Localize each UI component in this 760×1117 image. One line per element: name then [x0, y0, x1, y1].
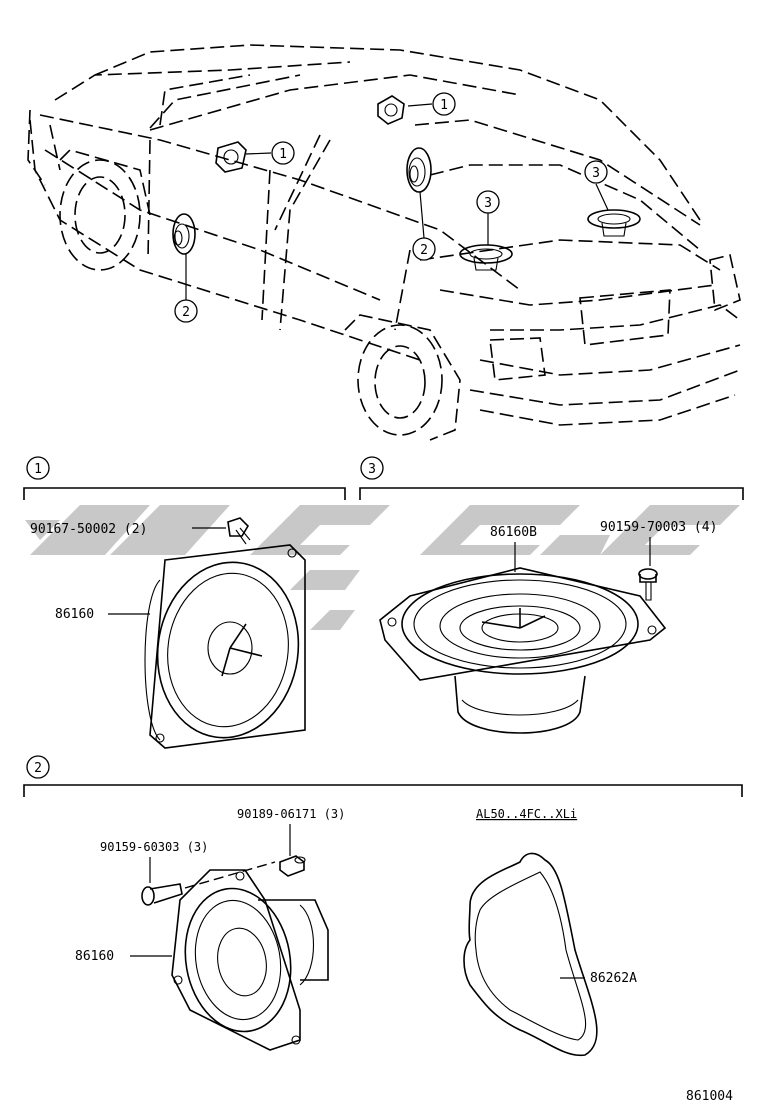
speaker-86160-rear-icon: [171, 869, 329, 1051]
section-3-screw-label: 90159-70003 (4): [600, 520, 717, 535]
section-2-screw-label: 90159-60303 (3): [100, 840, 208, 854]
callout-number: 3: [484, 196, 492, 211]
callout-number: 3: [592, 166, 600, 181]
door-tweeter-front-icon: [215, 141, 247, 173]
section-2: 2 90189-06171 (3) 90159-60303 (3) 86160: [23, 755, 743, 1057]
diagram-code: 861004: [686, 1089, 733, 1104]
speaker-86160-icon: [144, 544, 306, 749]
screw-icon: [141, 861, 276, 906]
roof-tweeter-icon: [377, 95, 405, 125]
section-2-speaker-label: 86160: [75, 949, 114, 964]
callout-number: 2: [182, 305, 190, 320]
section-1-index: 1: [34, 462, 42, 477]
rear-deck-speaker-left-icon: [459, 244, 513, 271]
clip-nut-icon: [279, 855, 306, 877]
overview-callouts: 1 1 2 2 3 3: [174, 92, 609, 323]
callout-circle: [271, 141, 295, 165]
section-3-index: 3: [368, 462, 376, 477]
section-2-index: 2: [34, 761, 42, 776]
callout-circle: [584, 160, 608, 184]
front-door-speaker-icon: [172, 213, 196, 255]
section-3-index-circle: [360, 456, 384, 480]
speaker-cover-86262a-icon: [463, 852, 598, 1057]
section-1-index-circle: [26, 456, 50, 480]
screw-icon: [638, 568, 658, 601]
watermark-logo: [25, 505, 740, 630]
section-2-index-circle: [26, 755, 50, 779]
section-1-speaker-label: 86160: [55, 607, 94, 622]
screw-icon: [227, 517, 251, 545]
section-1-screw-label: 90167-50002 (2): [30, 522, 147, 537]
section-3-speaker-label: 86160B: [490, 525, 537, 540]
section-2-cover-label: 86262A: [590, 971, 637, 986]
car-overview-illustration: [27, 44, 741, 441]
callout-circle: [174, 299, 198, 323]
callout-number: 1: [440, 98, 448, 113]
callout-circle: [432, 92, 456, 116]
section-2-variant-note: AL50..4FC..XLi: [476, 807, 577, 821]
section-3: 3 86160B 90159-70003 (4): [359, 456, 744, 734]
rear-door-speaker-icon: [406, 147, 432, 193]
callout-number: 2: [420, 243, 428, 258]
rear-deck-speaker-right-icon: [587, 209, 641, 237]
callout-number: 1: [279, 147, 287, 162]
section-1: 1 90167-50002 (2) 86160: [23, 456, 346, 749]
callout-circle: [476, 190, 500, 214]
speaker-86160b-icon: [379, 567, 667, 734]
callout-circle: [412, 237, 436, 261]
section-2-nut-label: 90189-06171 (3): [237, 807, 345, 821]
